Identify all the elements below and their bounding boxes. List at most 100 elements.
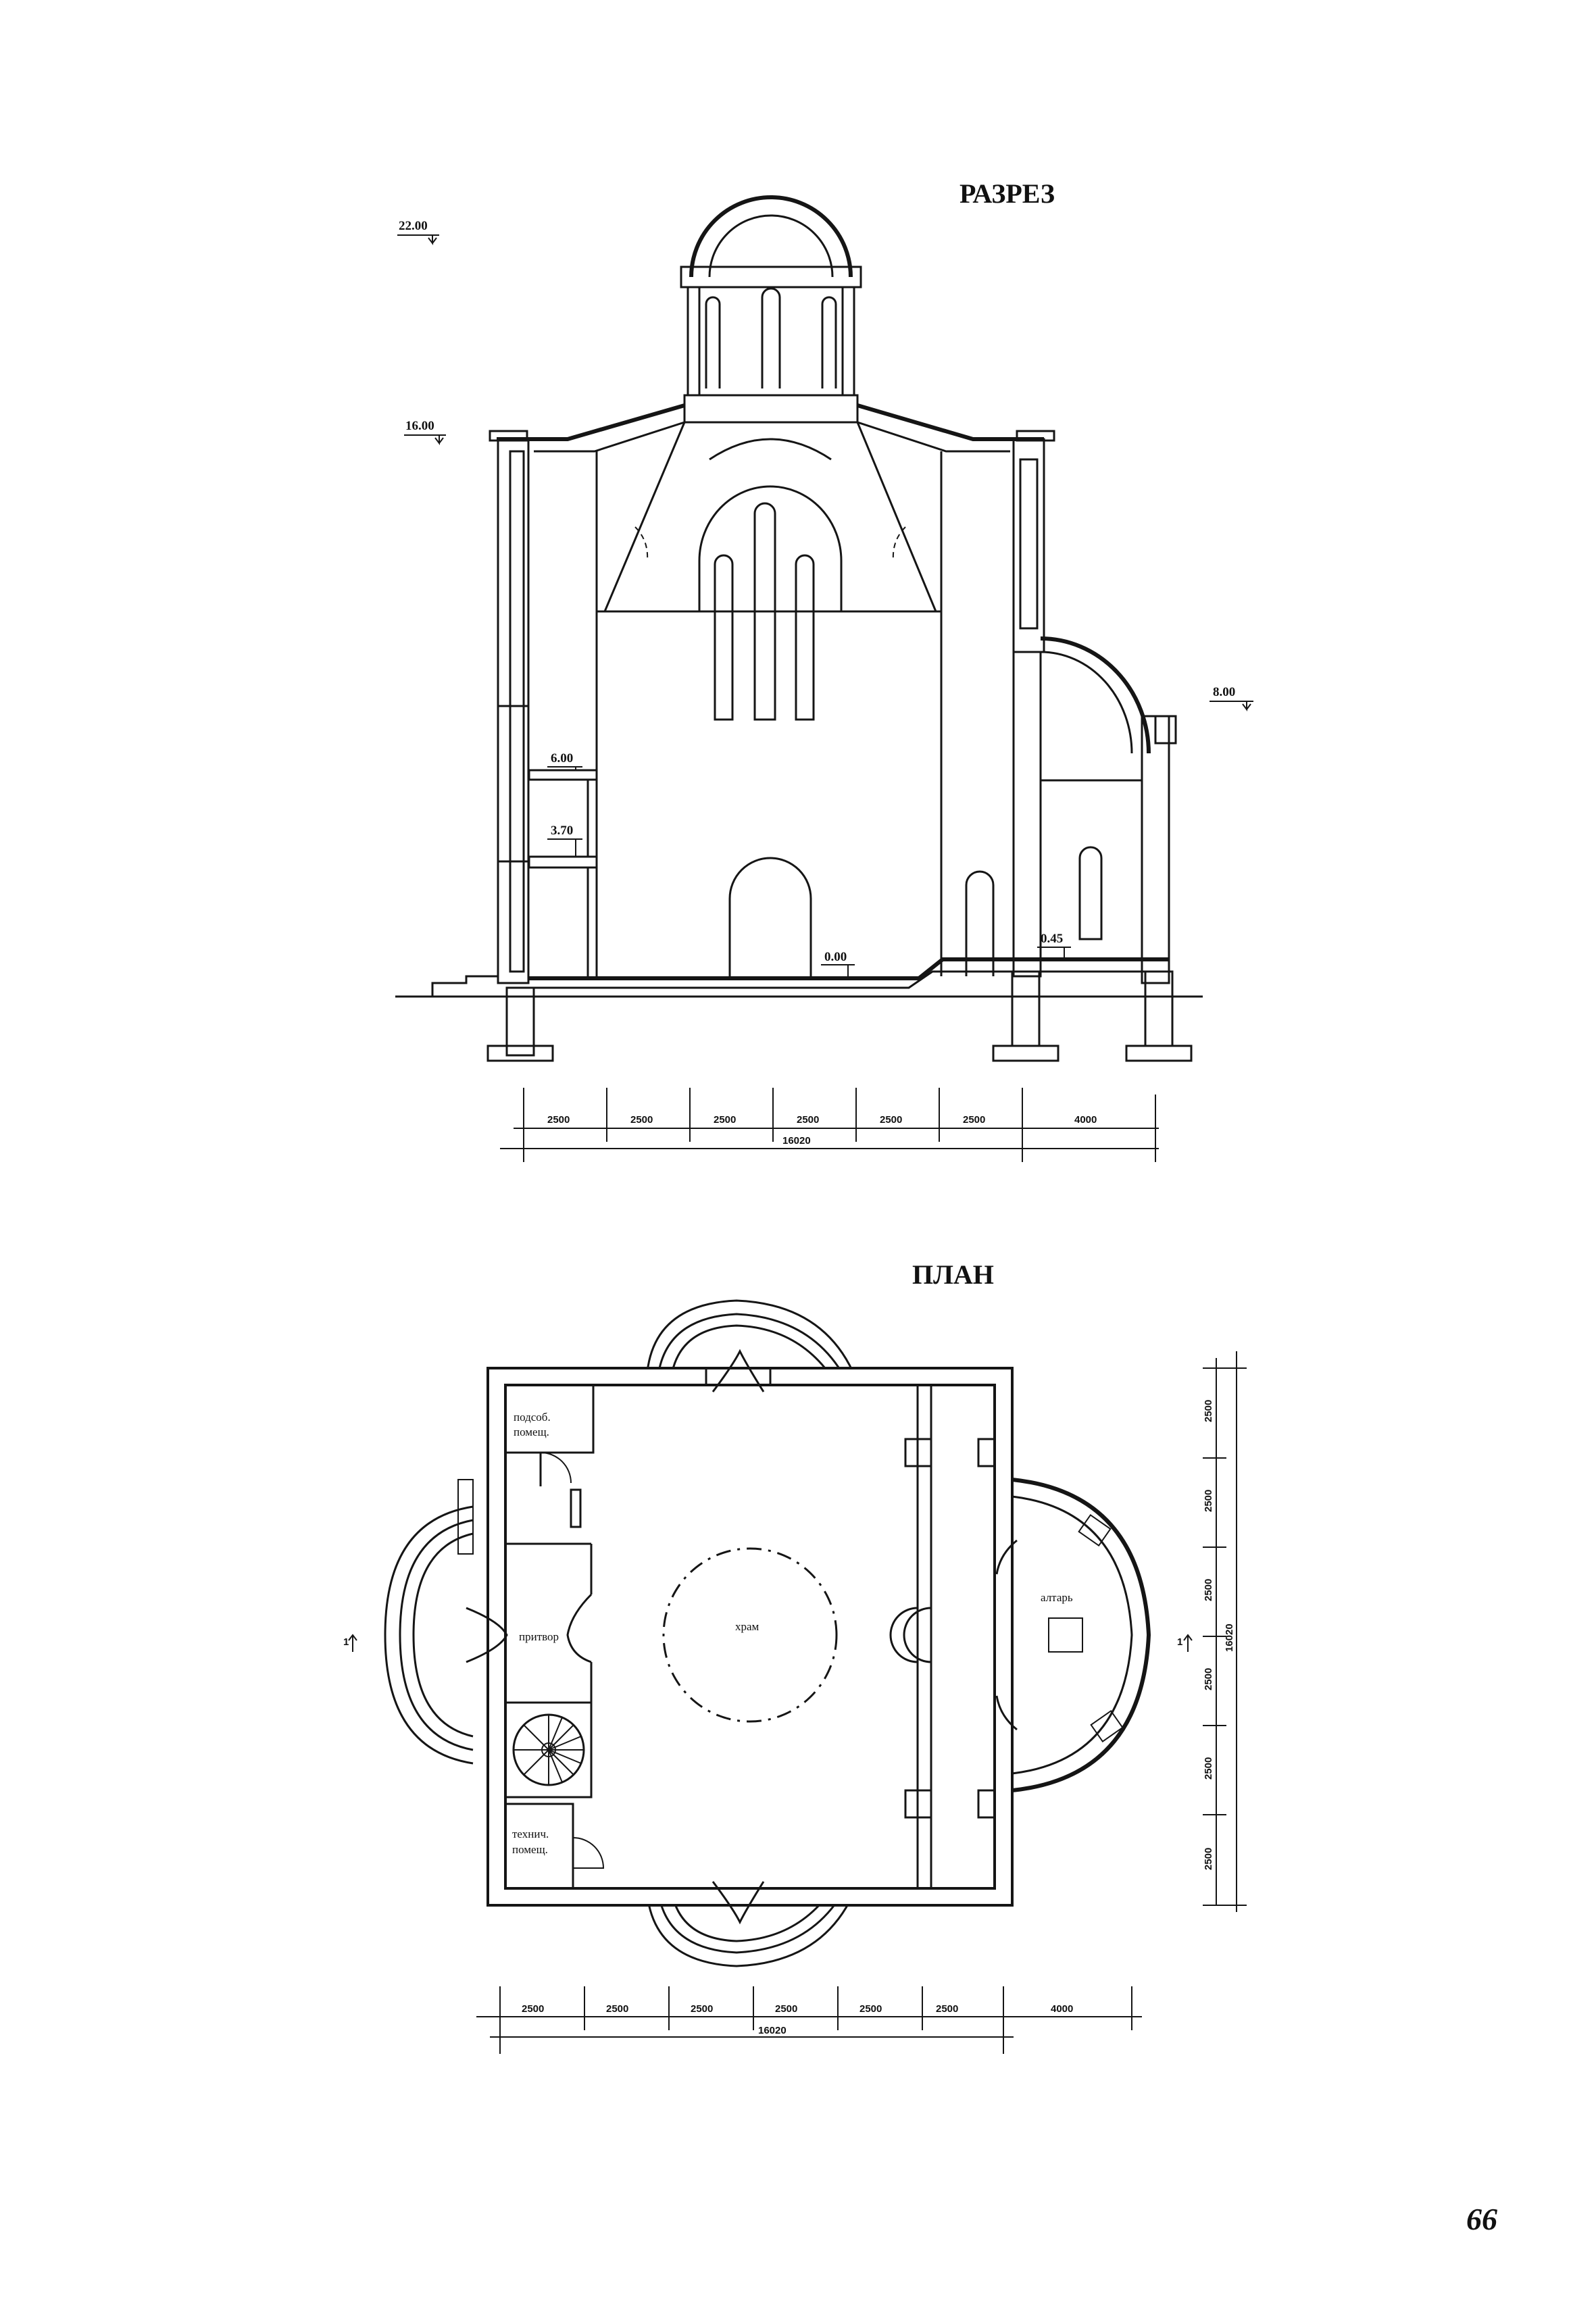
iconostasis-wall xyxy=(889,1384,996,1890)
dome-outer xyxy=(689,195,853,278)
dim-section-5: 2500 xyxy=(880,1114,902,1126)
tech-door-swing xyxy=(572,1837,605,1869)
gallery-floor-370 xyxy=(528,855,598,869)
label-utility-2: помещ. xyxy=(514,1426,549,1438)
section-cut-marks: 1 1 xyxy=(343,1634,1193,1652)
gallery-floor-600 xyxy=(528,769,598,781)
utility-door-swing xyxy=(540,1452,572,1484)
dim-plan-4: 2500 xyxy=(775,2003,797,2015)
west-wall xyxy=(489,430,530,984)
drum-window xyxy=(761,287,781,388)
west-cornice xyxy=(489,430,528,442)
dim-plan-7: 4000 xyxy=(1051,2003,1073,2015)
inner-wall-outline xyxy=(504,1384,996,1890)
level-0-00: 0.00 xyxy=(824,950,847,964)
apse-plan xyxy=(995,1478,1151,1792)
apse-window xyxy=(1078,1513,1112,1547)
west-door-flare xyxy=(466,1607,508,1663)
plan-dimensions-bottom: 2500 2500 2500 2500 2500 2500 4000 16020 xyxy=(476,1986,1142,2054)
label-narthex: притвор xyxy=(519,1630,559,1643)
level-8: 8.00 xyxy=(1213,685,1235,699)
dim-plan-r5: 2500 xyxy=(1203,1757,1214,1780)
label-altar: алтарь xyxy=(1041,1591,1073,1604)
apse-wall xyxy=(1141,715,1170,984)
spiral-stair xyxy=(512,1713,585,1786)
dim-plan-total: 16020 xyxy=(758,2025,787,2036)
nave-interior xyxy=(595,422,995,976)
section-dimensions: 2500 2500 2500 2500 2500 2500 4000 16020 xyxy=(500,1088,1159,1162)
narthex-floors xyxy=(528,769,598,976)
floor-and-foundations xyxy=(431,957,1193,1062)
nave-window xyxy=(753,502,776,721)
section-drawing: РАЗРЕЗ xyxy=(395,178,1253,1162)
tech-room xyxy=(504,1803,574,1890)
drum-wall xyxy=(687,286,855,397)
apse-window xyxy=(1078,846,1103,940)
label-tech-2: помещ. xyxy=(512,1843,548,1856)
cut-mark-right: 1 xyxy=(1177,1636,1182,1648)
south-porch xyxy=(646,1894,854,1967)
dim-plan-r2: 2500 xyxy=(1203,1490,1214,1512)
dim-plan-r1: 2500 xyxy=(1203,1400,1214,1422)
dim-section-3: 2500 xyxy=(714,1114,736,1126)
label-tech-1: технич. xyxy=(512,1828,549,1840)
apse-vault-outer xyxy=(1040,636,1151,754)
south-pier-flare xyxy=(712,1881,765,1925)
drum-base xyxy=(683,394,859,424)
dome-drum xyxy=(680,195,862,424)
apse-vault-inner xyxy=(1040,651,1133,754)
dim-section-4: 2500 xyxy=(797,1114,819,1126)
dim-plan-6: 2500 xyxy=(936,2003,958,2015)
utility-room xyxy=(504,1384,595,1454)
dim-plan-1: 2500 xyxy=(522,2003,544,2015)
plan-title: ПЛАН xyxy=(912,1259,994,1290)
nave-door xyxy=(728,857,812,976)
dim-section-1: 2500 xyxy=(547,1114,570,1126)
floor-slab xyxy=(529,957,1169,980)
dim-section-total: 16020 xyxy=(782,1135,811,1147)
dim-plan-r3: 2500 xyxy=(1203,1579,1214,1601)
east-wall xyxy=(1012,430,1055,653)
central-niche xyxy=(889,1607,918,1663)
level-marks: 22.00 16.00 8.00 6.00 3.70 0.45 0.00 xyxy=(397,219,1253,978)
drum-window xyxy=(821,296,837,388)
label-utility-1: подсоб. xyxy=(514,1411,551,1424)
dim-plan-3: 2500 xyxy=(691,2003,713,2015)
roof-inner xyxy=(534,421,1010,453)
plan-drawing: ПЛАН xyxy=(343,1259,1247,2054)
dim-section-6: 2500 xyxy=(963,1114,985,1126)
foundation xyxy=(505,986,535,1057)
west-doorway xyxy=(497,705,530,863)
label-nave: храм xyxy=(735,1620,759,1633)
cut-mark-left: 1 xyxy=(343,1636,349,1648)
narthex-partitions xyxy=(504,1384,605,1890)
level-22: 22.00 xyxy=(399,219,428,233)
entrance-steps xyxy=(431,975,498,997)
west-porch xyxy=(384,1479,474,1765)
level-16: 16.00 xyxy=(405,419,434,433)
page-number: 66 xyxy=(1466,2202,1497,2236)
dome-projection xyxy=(662,1547,838,1723)
dim-plan-r-total: 16020 xyxy=(1224,1624,1235,1652)
level-0-45: 0.45 xyxy=(1041,932,1063,946)
dim-plan-2: 2500 xyxy=(606,2003,628,2015)
section-title: РАЗРЕЗ xyxy=(959,178,1055,209)
level-6: 6.00 xyxy=(551,751,573,765)
dome-base-arc xyxy=(709,438,832,461)
dim-section-7: 4000 xyxy=(1074,1114,1097,1126)
dim-plan-r6: 2500 xyxy=(1203,1848,1214,1870)
level-3-70: 3.70 xyxy=(551,824,573,838)
central-arch xyxy=(698,485,843,611)
pendentive-lines xyxy=(603,422,937,612)
nave-window xyxy=(795,554,815,721)
plan-dimensions-right: 2500 2500 2500 2500 2500 2500 16020 xyxy=(1203,1351,1247,1912)
dim-plan-5: 2500 xyxy=(859,2003,882,2015)
altar-table xyxy=(1048,1617,1083,1653)
dome-cornice xyxy=(680,266,862,288)
east-niche xyxy=(965,870,995,976)
foundation xyxy=(1011,970,1041,1047)
drum-window xyxy=(705,296,721,388)
east-cornice xyxy=(1016,430,1055,442)
dim-section-2: 2500 xyxy=(630,1114,653,1126)
